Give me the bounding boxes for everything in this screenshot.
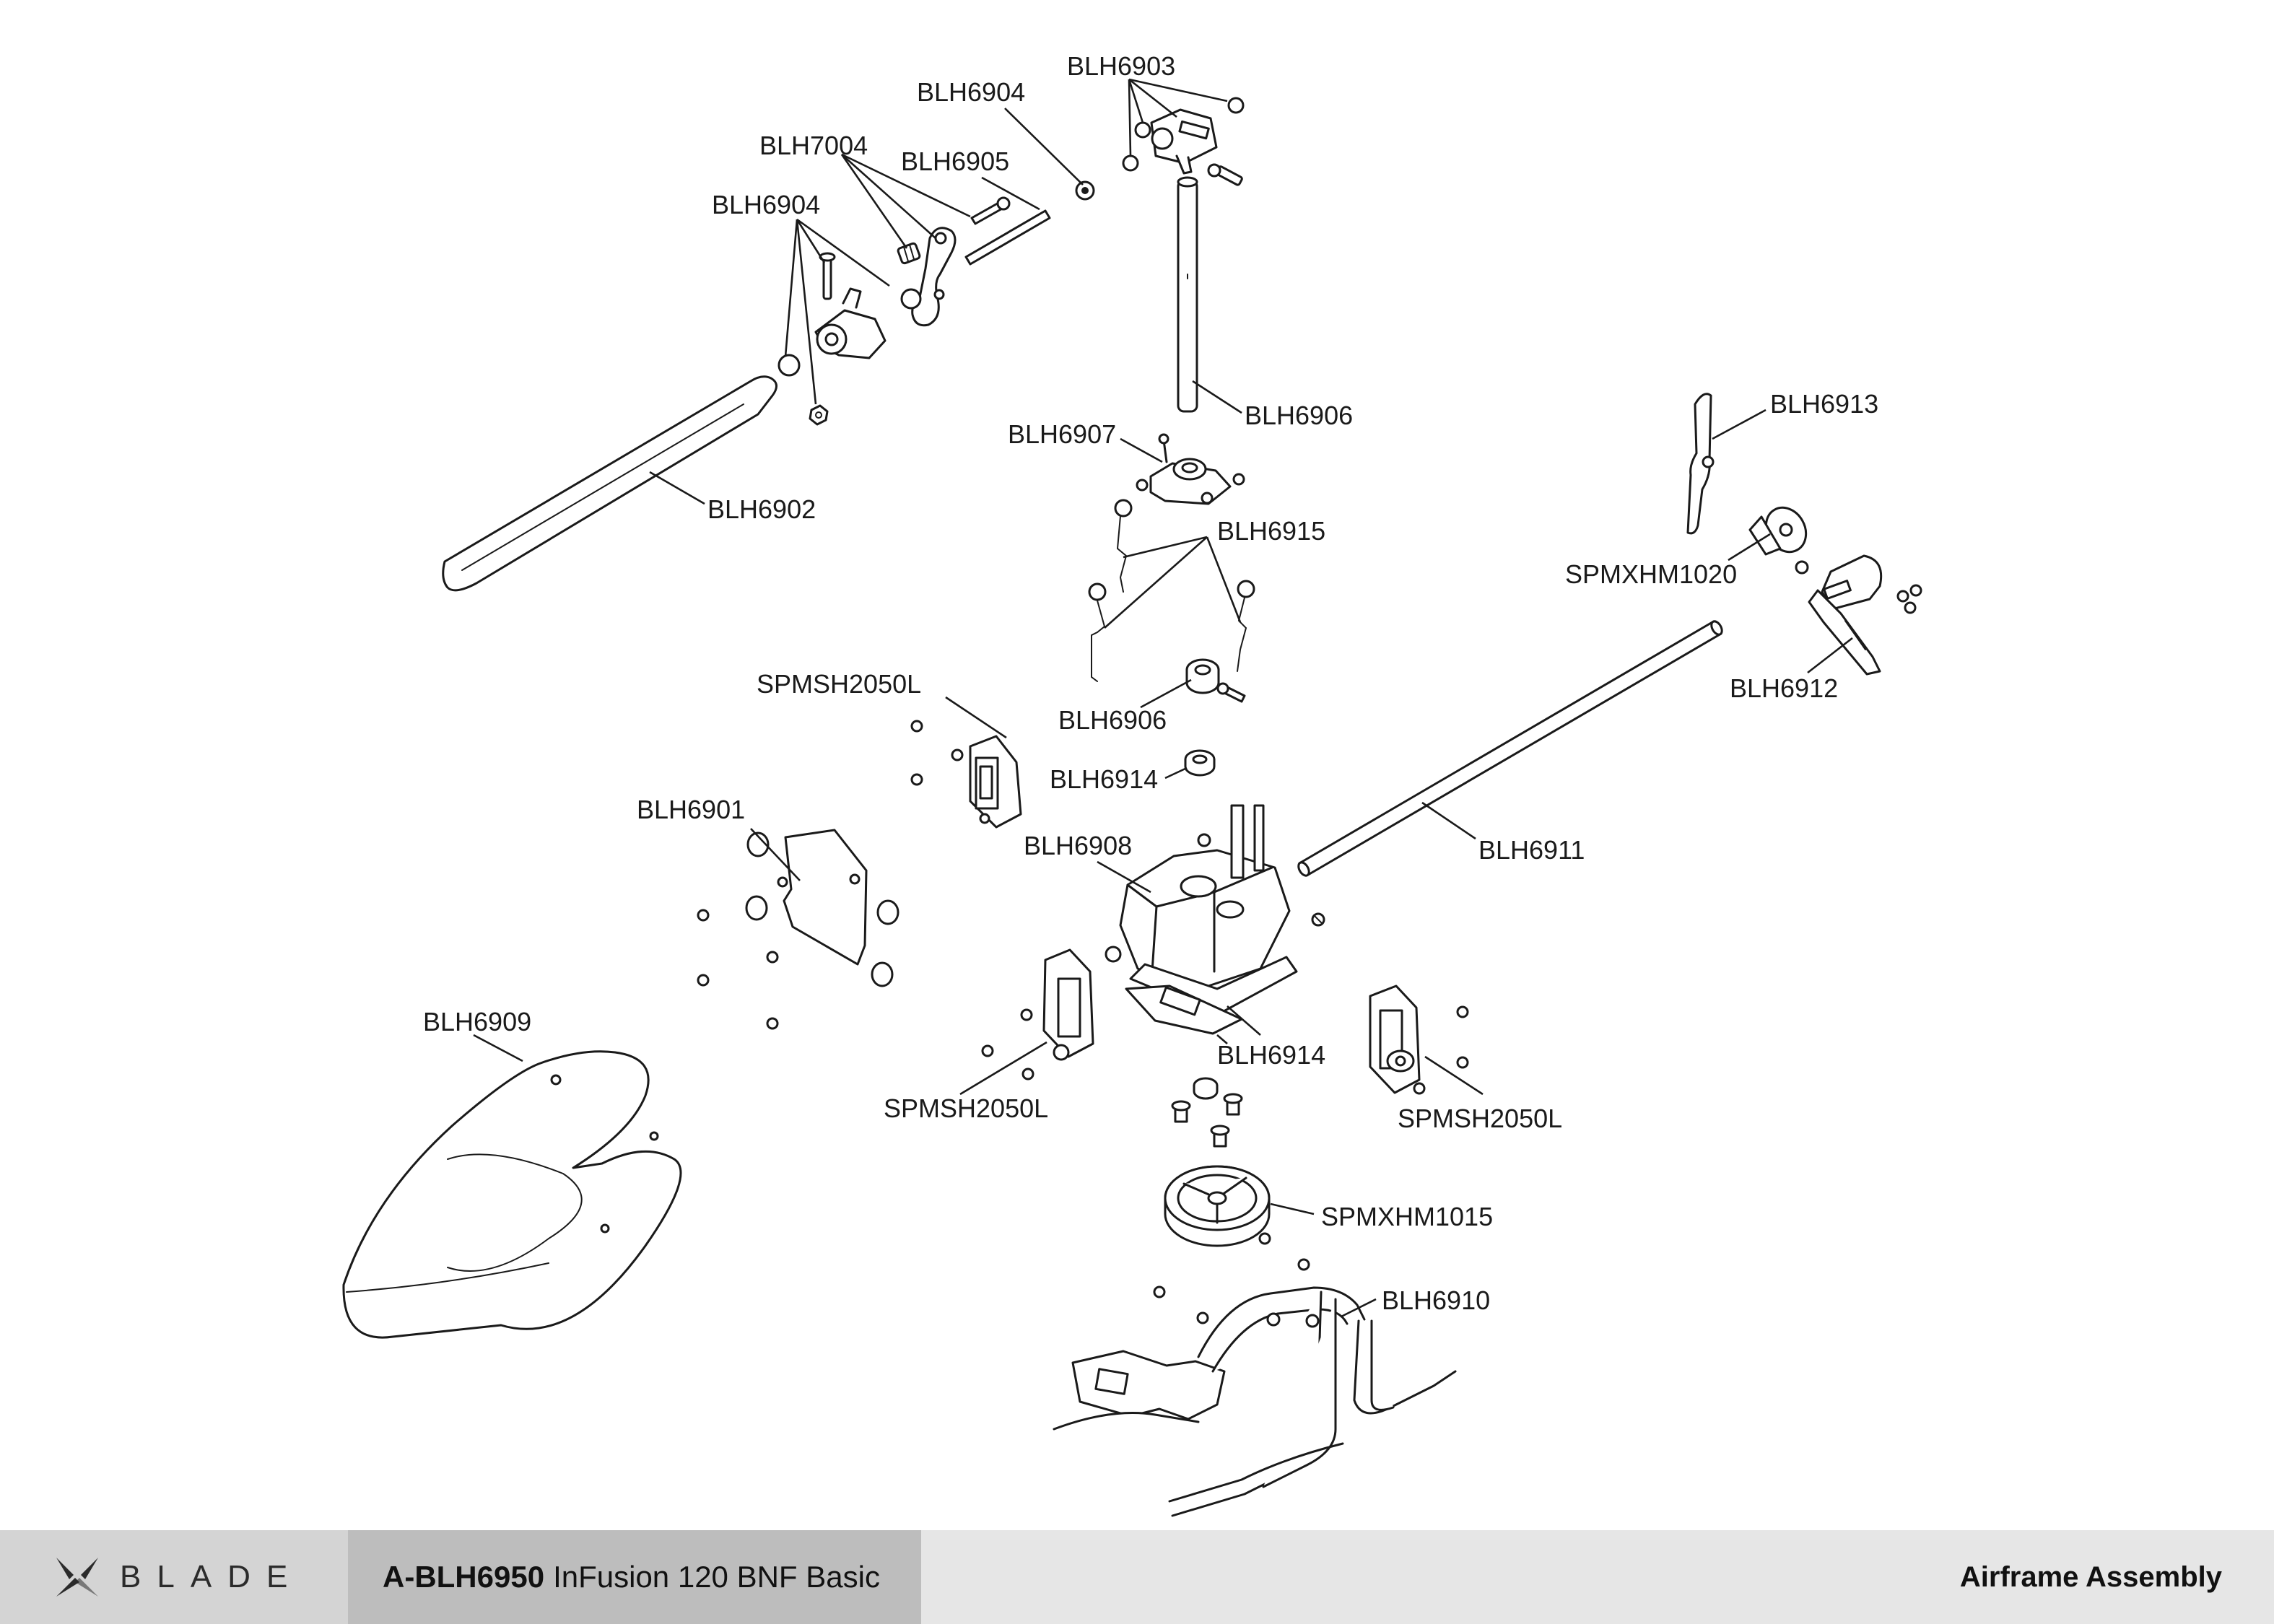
servo-part xyxy=(969,735,1022,829)
label-spmsh2050l-right: SPMSH2050L xyxy=(1398,1104,1562,1133)
blade-grip-part xyxy=(814,287,886,359)
linkage-rod-part xyxy=(1114,499,1133,593)
tail-rotor-blade-part xyxy=(1686,393,1715,535)
section-title: Airframe Assembly xyxy=(1959,1560,2222,1593)
tail-motor-part xyxy=(1748,506,1808,556)
product-name: InFusion 120 BNF Basic xyxy=(553,1560,880,1594)
label-blh7004: BLH7004 xyxy=(759,131,868,160)
label-blh6914-top: BLH6914 xyxy=(1050,764,1158,794)
label-blh6902: BLH6902 xyxy=(707,494,816,524)
bushing-part xyxy=(777,354,801,377)
main-rotor-blade-part xyxy=(442,375,777,592)
swashplate-part xyxy=(1136,433,1245,505)
linkage-rod-part xyxy=(1088,582,1107,682)
motor-screw-part xyxy=(1258,1232,1310,1271)
product-code: A-BLH6950 xyxy=(383,1560,545,1594)
exploded-parts-diagram: BLH6903 BLH6904 BLH7004 BLH6905 BLH6904 … xyxy=(342,51,1922,1517)
grommet-part xyxy=(745,831,899,987)
label-blh6903: BLH6903 xyxy=(1067,51,1175,81)
bearing-part xyxy=(897,242,921,265)
label-blh6907: BLH6907 xyxy=(1008,419,1116,449)
head-bolt-part xyxy=(1207,163,1243,186)
footer-brand-panel: BLADE xyxy=(0,1530,348,1624)
bushing-part xyxy=(1134,121,1151,139)
servo-screw-part xyxy=(1413,1005,1469,1095)
brand-wordmark: BLADE xyxy=(120,1559,304,1594)
label-blh6908: BLH6908 xyxy=(1024,831,1132,860)
main-shaft-part xyxy=(1177,176,1198,413)
label-blh6906-collar: BLH6906 xyxy=(1058,705,1167,735)
grip-bolt-part xyxy=(970,196,1011,225)
main-frame-part xyxy=(1105,804,1298,1035)
footer-product-panel: A-BLH6950 InFusion 120 BNF Basic xyxy=(348,1530,921,1624)
landing-gear-part xyxy=(1053,1286,1457,1517)
canopy-mount-plate-part xyxy=(777,829,868,966)
servo-part xyxy=(1042,948,1094,1061)
collar-screw-part xyxy=(1216,682,1246,703)
label-spmxhm1015: SPMXHM1015 xyxy=(1321,1202,1493,1231)
washer-part xyxy=(1075,180,1095,201)
motor-screw-part xyxy=(1171,1093,1243,1148)
mixing-arm-part xyxy=(911,227,957,327)
frame-screw-part xyxy=(1311,912,1325,927)
feathering-spindle-part xyxy=(964,209,1051,266)
bushing-part xyxy=(1227,97,1245,114)
tail-screw-part xyxy=(1795,560,1922,614)
label-blh6912: BLH6912 xyxy=(1730,673,1838,703)
shaft-collar-part xyxy=(1185,658,1220,694)
servo-screw-part xyxy=(981,1008,1034,1081)
label-blh6911: BLH6911 xyxy=(1478,835,1585,865)
rotor-head-block-part xyxy=(1150,108,1218,175)
grip-screw-part xyxy=(819,252,836,300)
bearing-part xyxy=(1193,1077,1219,1100)
bearing-part xyxy=(1184,749,1216,777)
leader-lines xyxy=(473,78,1853,1318)
label-blh6910: BLH6910 xyxy=(1382,1285,1490,1315)
label-blh6915: BLH6915 xyxy=(1217,516,1325,546)
label-spmxhm1020: SPMXHM1020 xyxy=(1565,559,1737,589)
label-blh6914-bottom: BLH6914 xyxy=(1217,1040,1325,1070)
label-blh6904-top: BLH6904 xyxy=(917,77,1025,107)
tail-motor-mount-part xyxy=(1808,554,1883,676)
footer-section-panel: Airframe Assembly xyxy=(921,1530,2274,1624)
bushing-part xyxy=(900,288,922,310)
main-motor-part xyxy=(1164,1165,1271,1247)
servo-screw-part xyxy=(910,720,964,786)
label-spmsh2050l-left: SPMSH2050L xyxy=(884,1093,1048,1123)
label-blh6906-shaft: BLH6906 xyxy=(1245,401,1353,430)
footer-bar: BLADE A-BLH6950 InFusion 120 BNF Basic A… xyxy=(0,1530,2274,1624)
label-spmsh2050l-top: SPMSH2050L xyxy=(757,669,921,699)
label-blh6913: BLH6913 xyxy=(1770,389,1878,419)
blade-logo-icon xyxy=(56,1558,98,1597)
label-blh6909: BLH6909 xyxy=(423,1007,531,1036)
tail-boom-part xyxy=(1297,620,1723,877)
gear-screw-part xyxy=(1153,1285,1209,1324)
linkage-rod-part xyxy=(1237,580,1255,672)
bushing-part xyxy=(1122,154,1139,172)
label-blh6905: BLH6905 xyxy=(901,147,1009,176)
servo-part xyxy=(1369,985,1421,1094)
label-blh6901: BLH6901 xyxy=(637,795,745,824)
nut-part xyxy=(809,404,829,426)
canopy-screw-part xyxy=(697,909,779,1030)
label-blh6904-left: BLH6904 xyxy=(712,190,820,219)
canopy-part xyxy=(342,1050,682,1339)
